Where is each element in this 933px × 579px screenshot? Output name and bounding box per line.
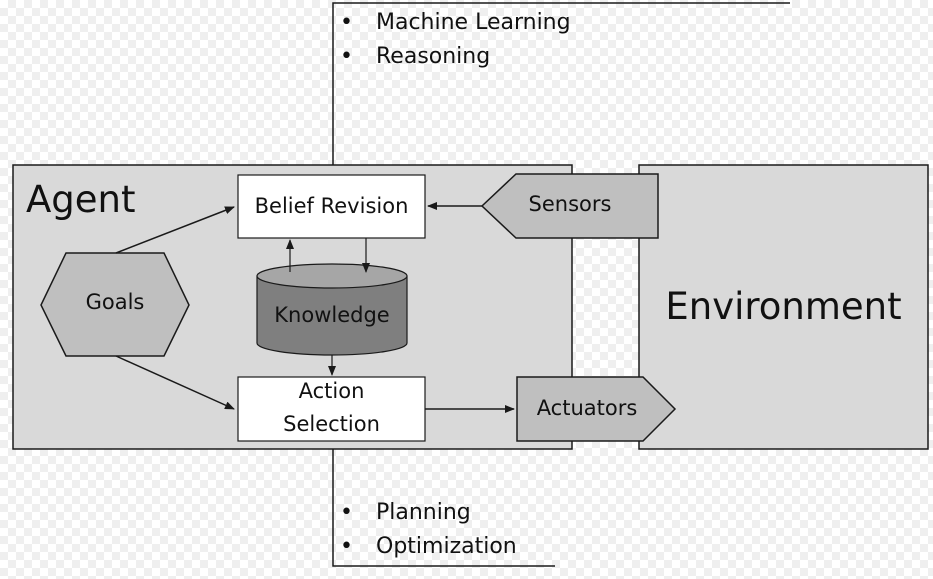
sensors-label: Sensors — [528, 192, 612, 216]
action-selection-label-line1: Action — [298, 379, 365, 403]
goals-to-belief-arrow — [115, 206, 235, 254]
list-item: Planning — [333, 496, 517, 530]
knowledge-label: Knowledge — [274, 303, 390, 327]
list-item: Optimization — [333, 530, 517, 564]
actuators-label: Actuators — [536, 396, 638, 420]
top-list-bracket — [332, 2, 790, 165]
list-item: Machine Learning — [333, 6, 571, 40]
bottom-bullet-list: Planning Optimization — [333, 496, 517, 564]
bottom-list-bracket — [332, 449, 555, 567]
agent-title: Agent — [26, 178, 136, 221]
list-item: Reasoning — [333, 40, 571, 74]
sensors-shape — [480, 173, 659, 239]
goals-hexagon — [40, 252, 190, 357]
actuators-shape — [516, 376, 677, 442]
top-bullet-list: Machine Learning Reasoning — [333, 6, 571, 74]
goals-label: Goals — [85, 290, 145, 314]
action-selection-label-line2: Selection — [283, 412, 380, 436]
action-selection-box — [237, 376, 426, 442]
belief-revision-label: Belief Revision — [254, 194, 409, 218]
goals-to-action-arrow — [115, 355, 235, 410]
belief-revision-box — [237, 174, 426, 239]
environment-title: Environment — [665, 285, 902, 328]
environment-box — [638, 164, 929, 450]
